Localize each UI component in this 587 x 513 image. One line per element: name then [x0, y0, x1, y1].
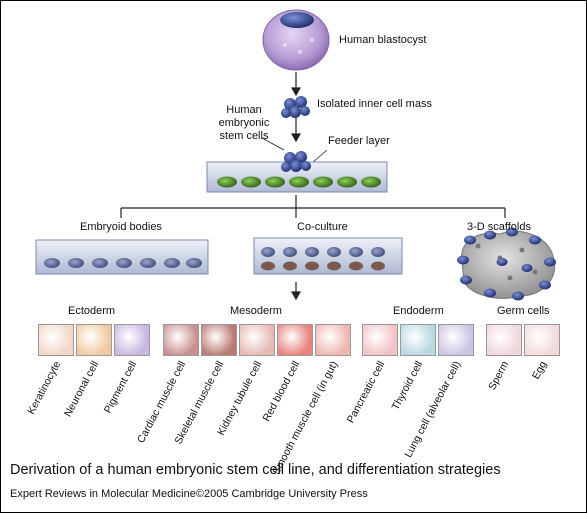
stem-cells-label-line1: Human [226, 104, 262, 116]
feeder-layer-label: Feeder layer [328, 135, 390, 147]
stem-cells-label-line3: stem cells [219, 130, 269, 142]
thyroid-cell-image [400, 324, 436, 356]
mesoderm-label: Mesoderm [230, 305, 282, 317]
coculture-dish-graphic [253, 237, 403, 275]
inner-cell-mass-label: Isolated inner cell mass [317, 98, 432, 110]
egg-image [524, 324, 560, 356]
scaffold-graphic [457, 227, 556, 301]
ectoderm-label: Ectoderm [68, 305, 116, 317]
scaffolds-label: 3-D scaffolds [467, 221, 531, 233]
embryoid-bodies-label: Embryoid bodies [80, 221, 162, 233]
pancreatic-cell-image [362, 324, 398, 356]
germ-cells-label: Germ cells [497, 305, 550, 317]
blastocyst-graphic [262, 9, 330, 71]
skeletal-muscle-cell-image [201, 324, 237, 356]
inner-cell-mass-graphic [281, 96, 310, 118]
keratinocyte-image [38, 324, 74, 356]
embryoid-dish-graphic [35, 239, 209, 275]
neuronal-cell-image [76, 324, 112, 356]
flow-arrows [120, 72, 506, 301]
sperm-image [486, 324, 522, 356]
pigment-cell-image [114, 324, 150, 356]
feeder-dish-graphic [206, 151, 388, 193]
stem-cells-label-line2: embryonic [218, 117, 270, 129]
blastocyst-label: Human blastocyst [339, 34, 427, 46]
endoderm-label: Endoderm [393, 305, 444, 317]
cardiac-muscle-cell-image [163, 324, 199, 356]
pointer-lines [261, 137, 328, 164]
kidney-tubule-cell-image [239, 324, 275, 356]
lung-cell-image [438, 324, 474, 356]
coculture-label: Co-culture [297, 221, 348, 233]
figure-credit: Expert Reviews in Molecular Medicine©200… [10, 488, 368, 500]
figure-caption: Derivation of a human embryonic stem cel… [10, 462, 501, 478]
smooth-muscle-cell-image [315, 324, 351, 356]
red-blood-cell-image [277, 324, 313, 356]
stem-cells-label: Human embryonic stem cells [216, 104, 272, 143]
